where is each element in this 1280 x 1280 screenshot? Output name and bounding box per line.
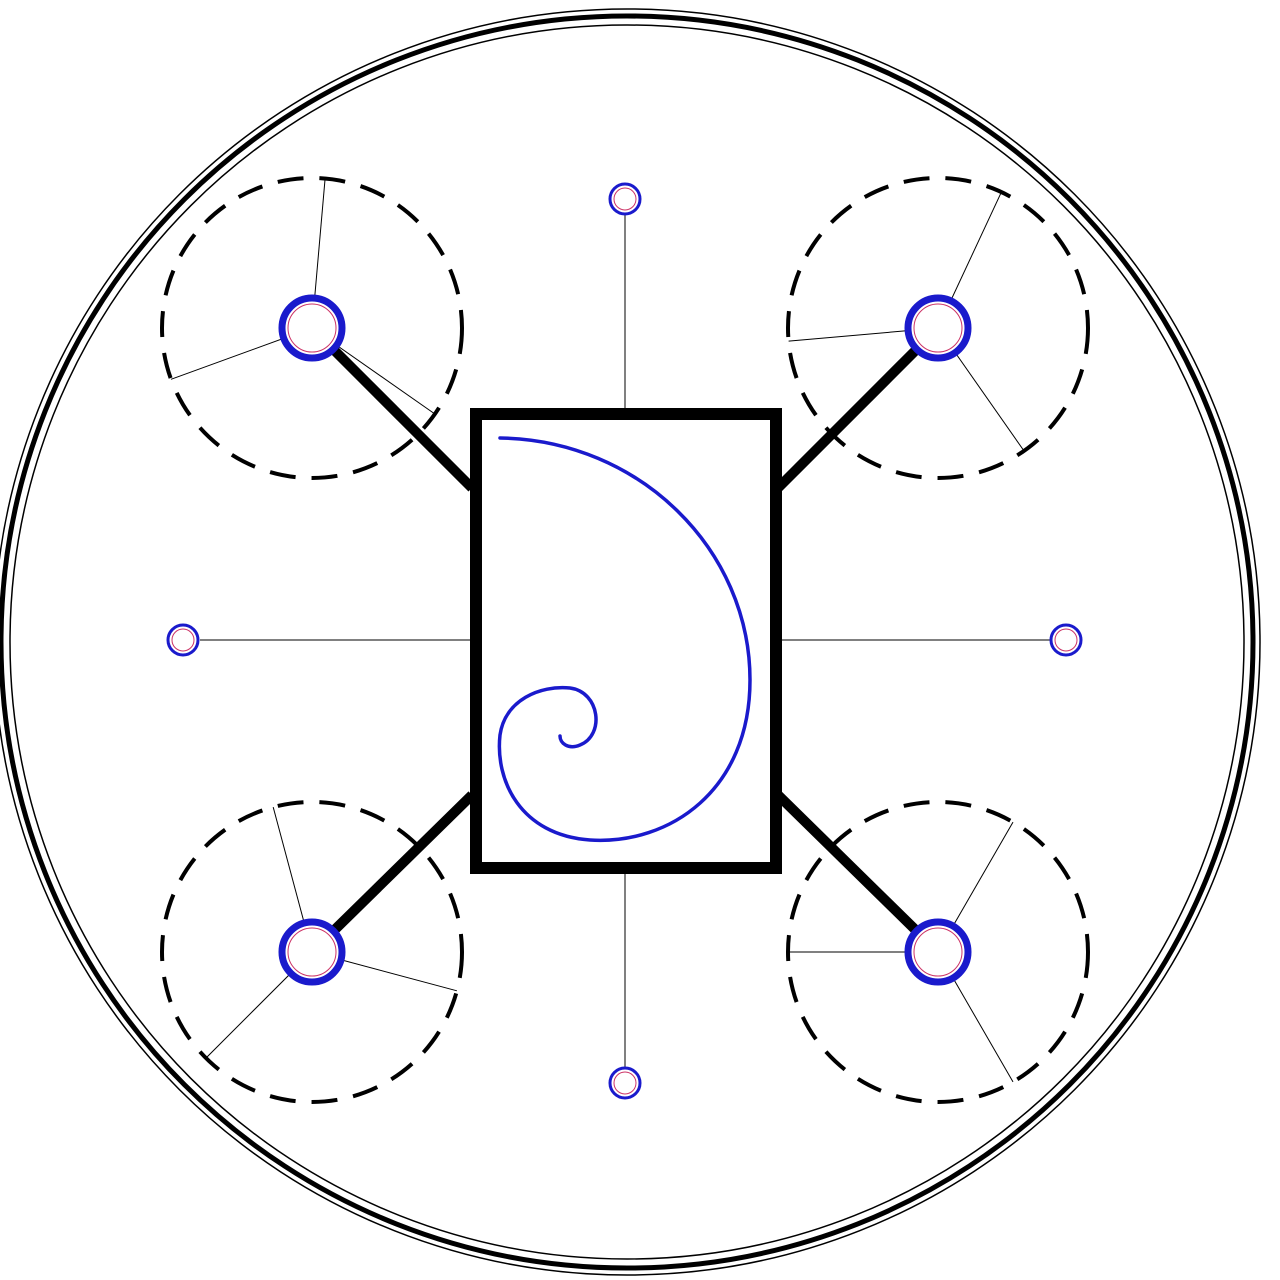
motor-front-left (278, 294, 346, 362)
spiral-icon (497, 436, 752, 843)
motors (278, 294, 972, 986)
outer-ring-thick (0, 13, 1256, 1271)
markers (166, 182, 1083, 1100)
motor-rear-left (278, 918, 346, 986)
marker-inner-right (1054, 628, 1078, 652)
rotor-disk-front-left (160, 176, 464, 480)
marker-lines (200, 215, 1052, 1068)
arm-rear-right (774, 791, 942, 956)
motor-inner-rear-right (913, 927, 963, 977)
outer-ring-thin-inner (9, 24, 1245, 1260)
motor-front-right (904, 294, 972, 362)
arm-front-left (308, 324, 476, 492)
rotor-disk-rear-left (160, 800, 464, 1104)
outer-enclosure (0, 8, 1261, 1276)
outer-ring-thin-outer (0, 8, 1261, 1276)
marker-inner-top (613, 187, 637, 211)
motor-inner-rear-left (287, 927, 337, 977)
rotor-disk-front-right (786, 176, 1090, 480)
motor-inner-front-right (913, 303, 963, 353)
marker-inner-bottom (613, 1071, 637, 1095)
arm-rear-left (308, 791, 476, 956)
central-body (470, 408, 782, 874)
arm-front-right (774, 324, 942, 492)
arms (308, 324, 942, 956)
motor-rear-right (904, 918, 972, 986)
marker-inner-left (171, 628, 195, 652)
motor-inner-front-left (287, 303, 337, 353)
